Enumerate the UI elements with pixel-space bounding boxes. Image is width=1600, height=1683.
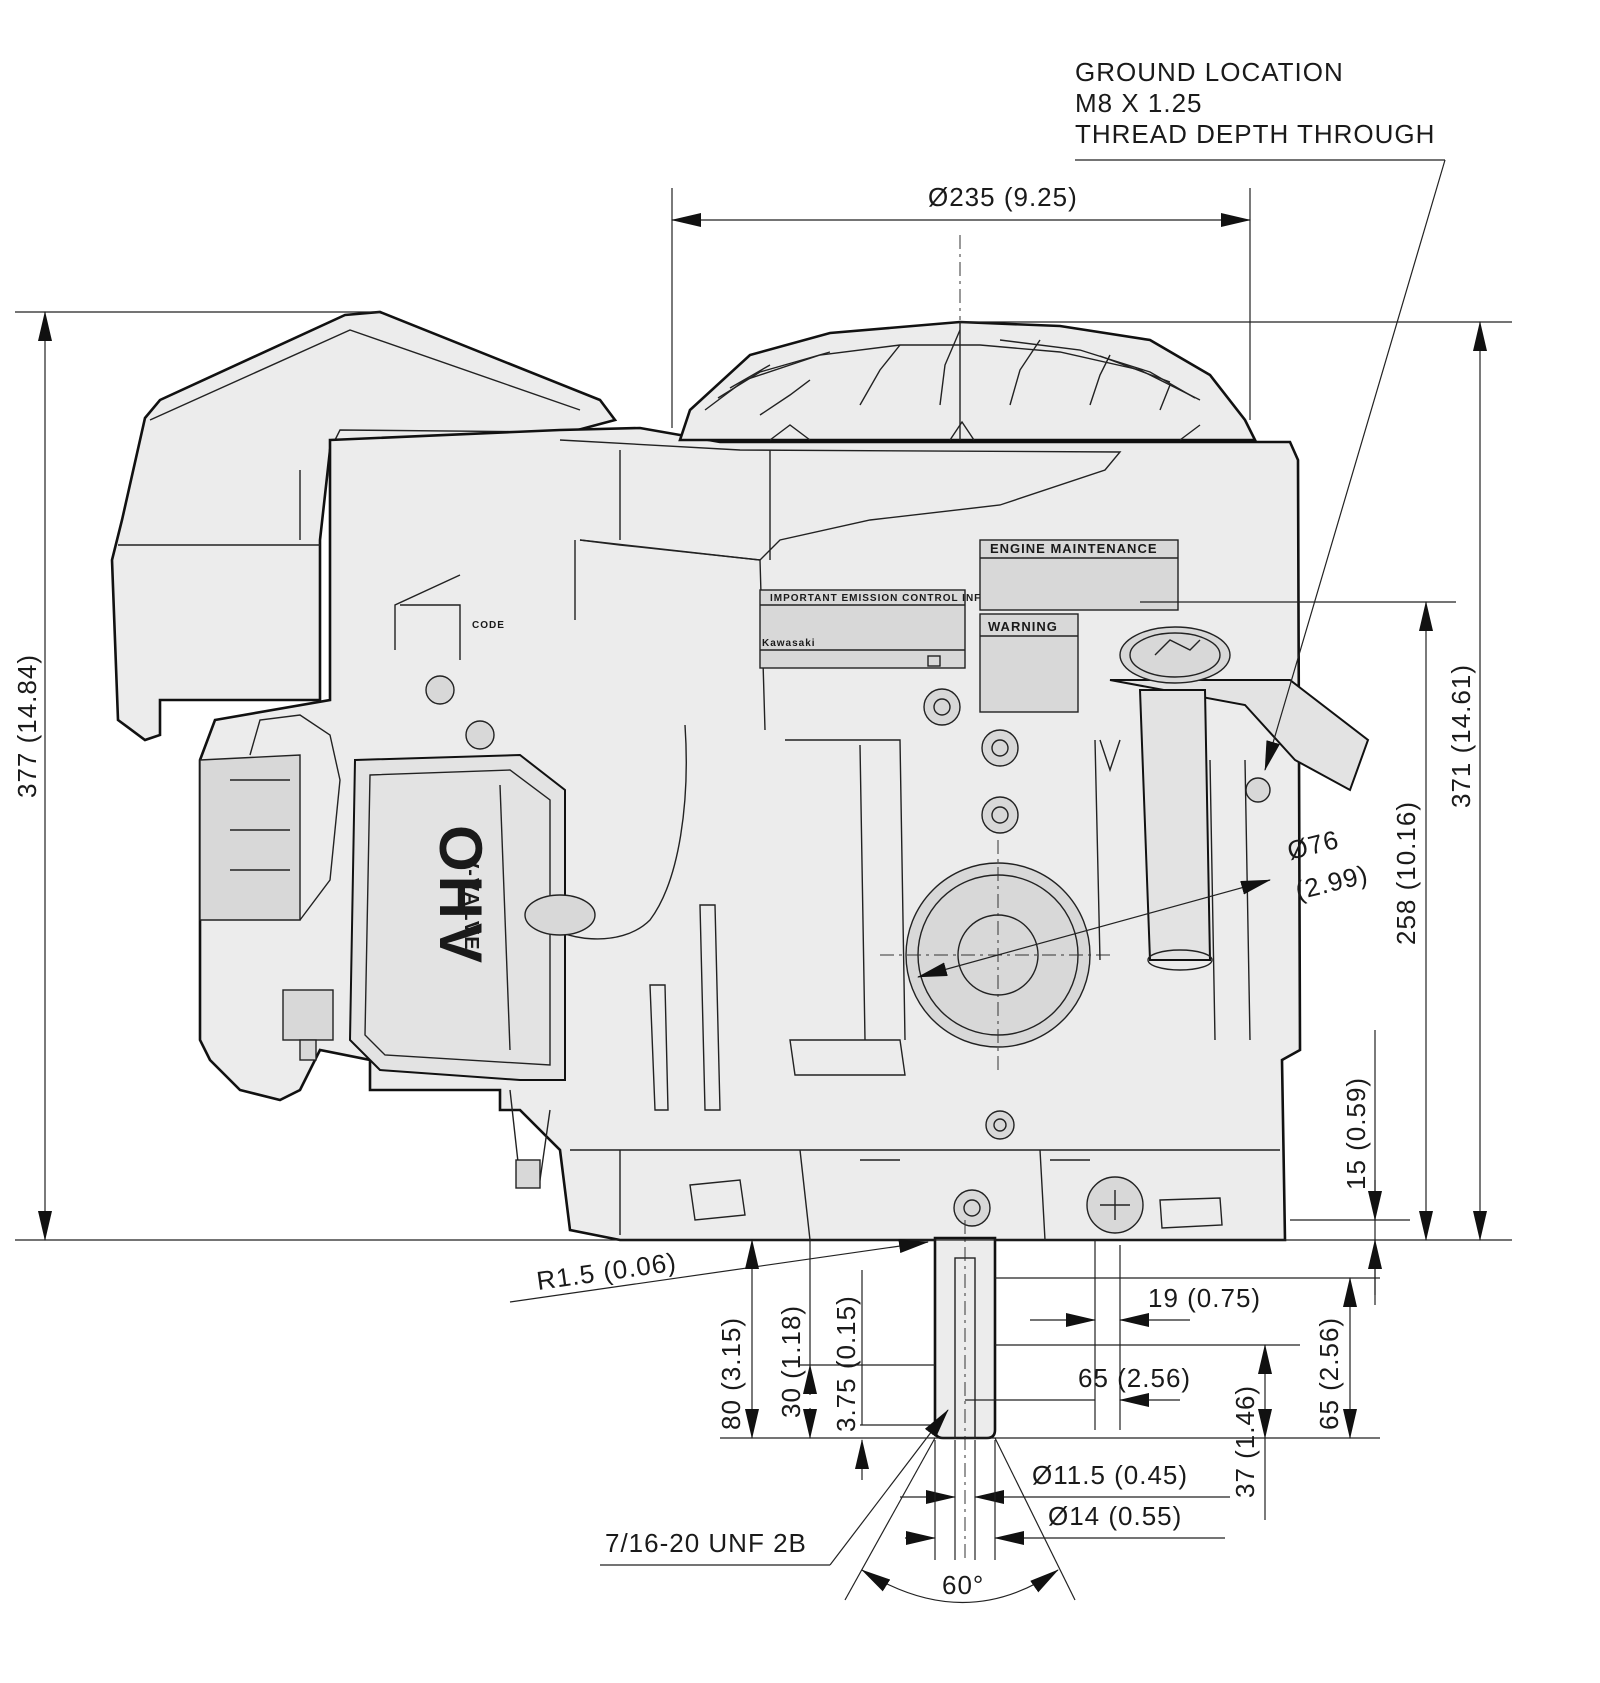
ohv-text: OHV <box>427 825 494 967</box>
dim-line-76 <box>917 879 1271 978</box>
engine-maintenance-text: ENGINE MAINTENANCE <box>990 541 1158 556</box>
dim-top-diameter: Ø235 (9.25) <box>928 182 1078 212</box>
flywheel-shroud <box>678 320 1258 442</box>
extension-lines <box>15 159 1512 1439</box>
annotations: GROUND LOCATION M8 X 1.25 THREAD DEPTH T… <box>12 57 1476 1600</box>
dim-shaft-37: 37 (1.46) <box>1230 1385 1260 1498</box>
ground-location-line3: THREAD DEPTH THROUGH <box>1075 119 1435 149</box>
fillet-leader <box>509 1239 929 1303</box>
oil-sump <box>570 1149 1280 1241</box>
dim-offset-65: 65 (2.56) <box>1078 1363 1191 1393</box>
angle-arc-60 <box>861 1569 1059 1603</box>
shaft-thread-spec: 7/16-20 UNF 2B <box>605 1528 807 1558</box>
shroud-fins <box>704 322 1201 441</box>
ground-location-leader <box>1264 159 1446 771</box>
v-valve-text: V-VALVE <box>460 855 482 952</box>
dim-shaft-14: Ø14 (0.55) <box>1048 1501 1182 1531</box>
dim-shaft-30: 30 (1.18) <box>776 1305 806 1418</box>
fuel-filter <box>524 894 596 936</box>
dimension-lines <box>38 159 1487 1603</box>
dim-shaft-65-vertical: 65 (2.56) <box>1314 1317 1344 1430</box>
code-label: CODE <box>472 620 505 631</box>
maintenance-label <box>979 539 1179 611</box>
dim-base-offset: 15 (0.59) <box>1341 1077 1371 1190</box>
chamfer-line-right <box>994 1437 1076 1601</box>
dim-mid-height: 258 (10.16) <box>1391 801 1421 945</box>
dim-keyway-19: 19 (0.75) <box>1148 1283 1261 1313</box>
carburetor <box>199 714 551 1189</box>
dim-right-height: 371 (14.61) <box>1446 664 1476 808</box>
emission-label-brand: Kawasaki <box>762 638 816 649</box>
chamfer-line-left <box>844 1437 936 1601</box>
ground-location-line1: GROUND LOCATION <box>1075 57 1344 87</box>
dim-overall-height: 377 (14.84) <box>12 654 42 798</box>
fuel-line <box>539 724 687 940</box>
dim-bore-115: Ø11.5 (0.45) <box>1032 1460 1188 1490</box>
cylinder-head: OHV V-VALVE <box>348 753 566 1081</box>
warning-text: WARNING <box>988 619 1058 634</box>
dim-shaft-80: 80 (3.15) <box>716 1317 746 1430</box>
dim-chamfer-angle: 60° <box>942 1570 984 1600</box>
emission-label <box>759 589 966 669</box>
ground-location-line2: M8 X 1.25 <box>1075 88 1203 118</box>
engine-body: IMPORTANT EMISSION CONTROL INFORMATION K… <box>110 310 1370 1242</box>
dim-shaft-375: 3.75 (0.15) <box>831 1295 861 1432</box>
emission-label-header: IMPORTANT EMISSION CONTROL INFORMATION <box>770 593 1043 604</box>
dim-filter-diameter-in: (2.99) <box>1292 859 1371 906</box>
warning-label <box>979 613 1079 713</box>
